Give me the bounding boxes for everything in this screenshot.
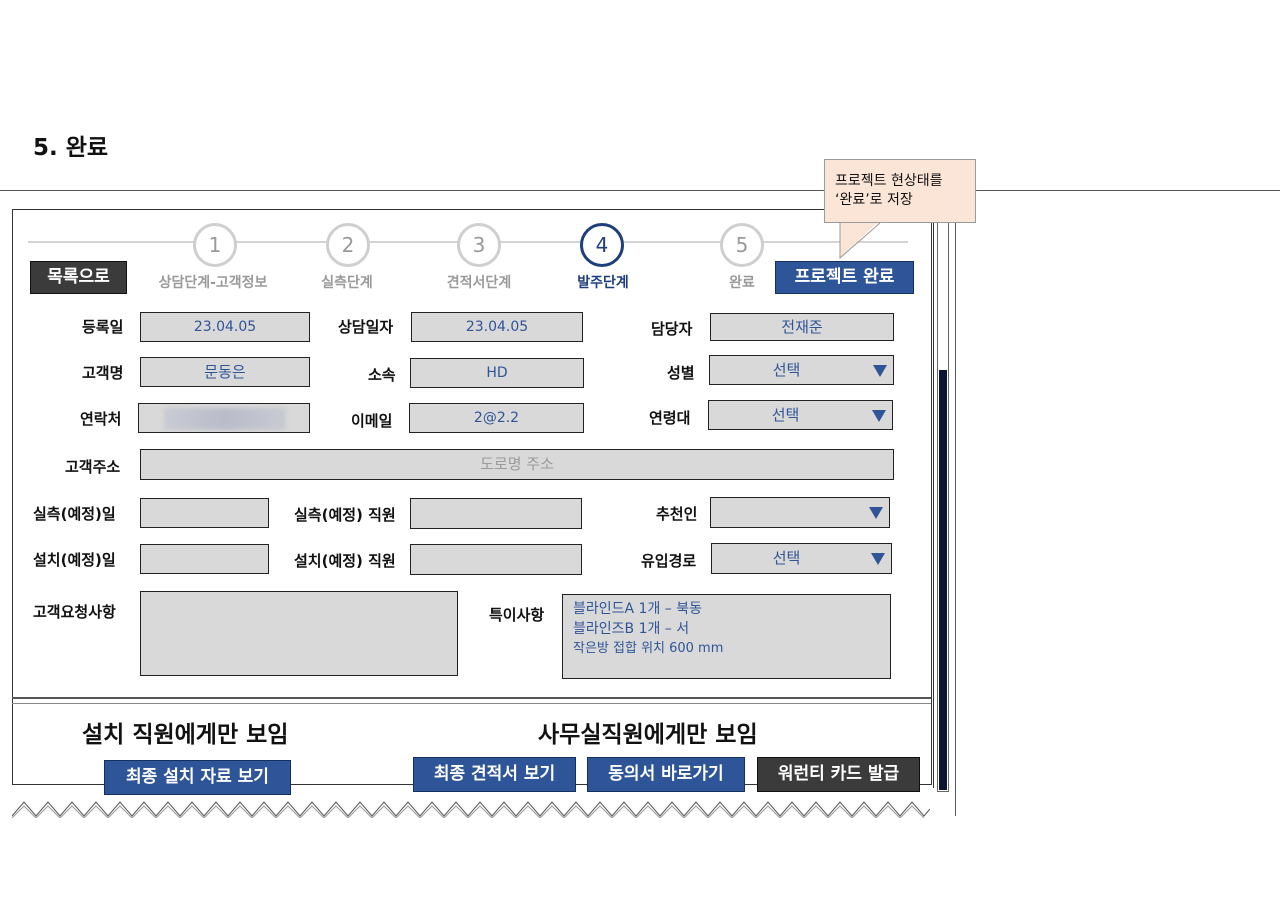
special-note-line: 블라인즈B 1개 – 서 (573, 621, 690, 637)
redacted-phone (164, 408, 286, 430)
address-label: 고객주소 (65, 458, 121, 476)
reg-date-field[interactable]: 23.04.05 (140, 312, 310, 342)
customer-name-field[interactable]: 문동은 (140, 357, 310, 387)
special-notes-textarea[interactable]: 블라인드A 1개 – 북동 블라인즈B 1개 – 서 작은방 접합 위치 600… (562, 594, 891, 679)
install-staff-field[interactable] (410, 544, 582, 575)
consult-date-field[interactable]: 23.04.05 (411, 312, 583, 342)
special-note-line: 블라인드A 1개 – 북동 (573, 601, 702, 617)
header-divider (0, 190, 1280, 191)
dropdown-arrow-icon (872, 410, 886, 422)
step-2-circle[interactable]: 2 (326, 223, 370, 267)
office-only-heading: 사무실직원에게만 보임 (538, 722, 758, 748)
warranty-card-button[interactable]: 워런티 카드 발급 (757, 757, 920, 792)
gender-select[interactable]: 선택 (709, 355, 894, 385)
torn-page-edge (12, 801, 930, 818)
affiliation-label: 소속 (368, 366, 396, 384)
dropdown-arrow-icon (869, 507, 883, 519)
step-3-circle[interactable]: 3 (457, 223, 501, 267)
special-notes-label: 특이사항 (489, 606, 545, 624)
callout-note: 프로젝트 현상태를 ‘완료’로 저장 (824, 159, 976, 223)
section-divider (12, 697, 931, 699)
measure-date-field[interactable] (140, 498, 269, 528)
install-date-field[interactable] (140, 544, 269, 574)
step-1-label: 상담단계-고객정보 (158, 275, 268, 291)
gender-select-value: 선택 (772, 361, 801, 379)
manager-field[interactable]: 전재준 (710, 313, 894, 341)
consult-date-label: 상담일자 (338, 318, 394, 336)
install-date-label: 설치(예정)일 (33, 551, 116, 569)
measure-staff-label: 실측(예정) 직원 (294, 506, 396, 524)
customer-request-textarea[interactable] (140, 591, 458, 676)
dropdown-arrow-icon (871, 553, 885, 565)
step-5-label: 완료 (729, 275, 755, 291)
install-staff-label: 설치(예정) 직원 (294, 552, 396, 570)
window-edge-outer (955, 222, 956, 816)
complete-project-button[interactable]: 프로젝트 완료 (775, 261, 914, 294)
inflow-path-label: 유입경로 (641, 552, 697, 570)
age-group-select-value: 선택 (771, 406, 800, 424)
dropdown-arrow-icon (873, 365, 887, 377)
address-field[interactable]: 도로명 주소 (140, 449, 894, 480)
installer-only-heading: 설치 직원에게만 보임 (82, 722, 289, 748)
inflow-path-select-value: 선택 (772, 549, 801, 567)
manager-label: 담당자 (651, 320, 693, 338)
special-note-line: 작은방 접합 위치 600 mm (573, 641, 724, 656)
step-1-circle[interactable]: 1 (193, 223, 237, 267)
affiliation-field[interactable]: HD (410, 358, 584, 388)
email-label: 이메일 (351, 412, 393, 430)
step-3-label: 견적서단계 (446, 275, 512, 291)
referrer-select[interactable] (710, 497, 890, 528)
age-group-select[interactable]: 선택 (708, 400, 893, 430)
gender-label: 성별 (667, 364, 695, 382)
section-divider-inner (12, 703, 931, 704)
final-quote-button[interactable]: 최종 견적서 보기 (413, 757, 576, 792)
slide-title: 5. 완료 (33, 135, 109, 161)
customer-request-label: 고객요청사항 (33, 603, 116, 621)
contact-field[interactable] (138, 403, 310, 433)
customer-name-label: 고객명 (82, 364, 124, 382)
measure-date-label: 실측(예정)일 (33, 505, 116, 523)
reg-date-label: 등록일 (82, 318, 124, 336)
email-field[interactable]: 2@2.2 (409, 403, 584, 433)
step-2-label: 실측단계 (321, 275, 373, 291)
referrer-label: 추천인 (656, 505, 698, 523)
step-5-circle[interactable]: 5 (720, 223, 764, 267)
inflow-path-select[interactable]: 선택 (711, 543, 892, 574)
step-4-circle[interactable]: 4 (580, 223, 624, 267)
age-group-label: 연령대 (649, 409, 691, 427)
window-edge (933, 222, 934, 788)
measure-staff-field[interactable] (410, 498, 582, 529)
scrollbar-thumb[interactable] (939, 370, 947, 790)
consent-form-button[interactable]: 동의서 바로가기 (587, 757, 745, 792)
final-install-docs-button[interactable]: 최종 설치 자료 보기 (104, 760, 291, 795)
callout-line-1: 프로젝트 현상태를 (835, 173, 943, 189)
step-4-label: 발주단계 (577, 275, 629, 291)
callout-line-2: ‘완료’로 저장 (835, 192, 913, 208)
contact-label: 연락처 (80, 410, 122, 428)
back-to-list-button[interactable]: 목록으로 (30, 261, 127, 294)
